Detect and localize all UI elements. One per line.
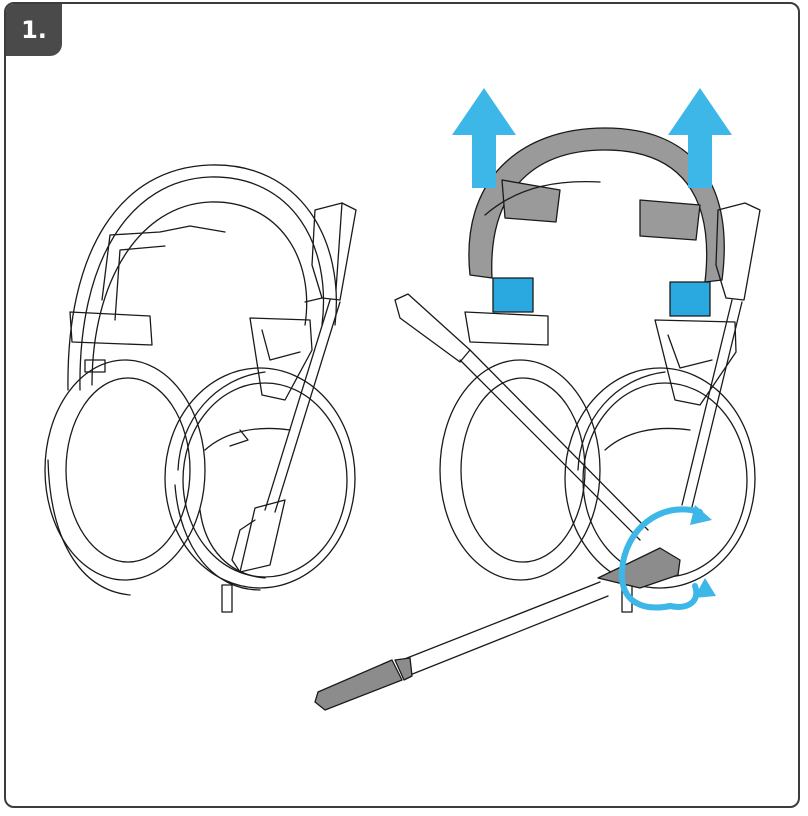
headset-adjusted-icon	[314, 127, 761, 711]
rotate-arrow-icon	[618, 506, 703, 611]
arrow-up-icon	[668, 88, 732, 188]
step-number: 1.	[21, 16, 47, 44]
step-number-badge: 1.	[6, 4, 62, 56]
headset-before-icon	[44, 164, 357, 613]
rotate-arrow-head-icon	[690, 505, 716, 598]
arrow-up-icon	[452, 88, 516, 188]
